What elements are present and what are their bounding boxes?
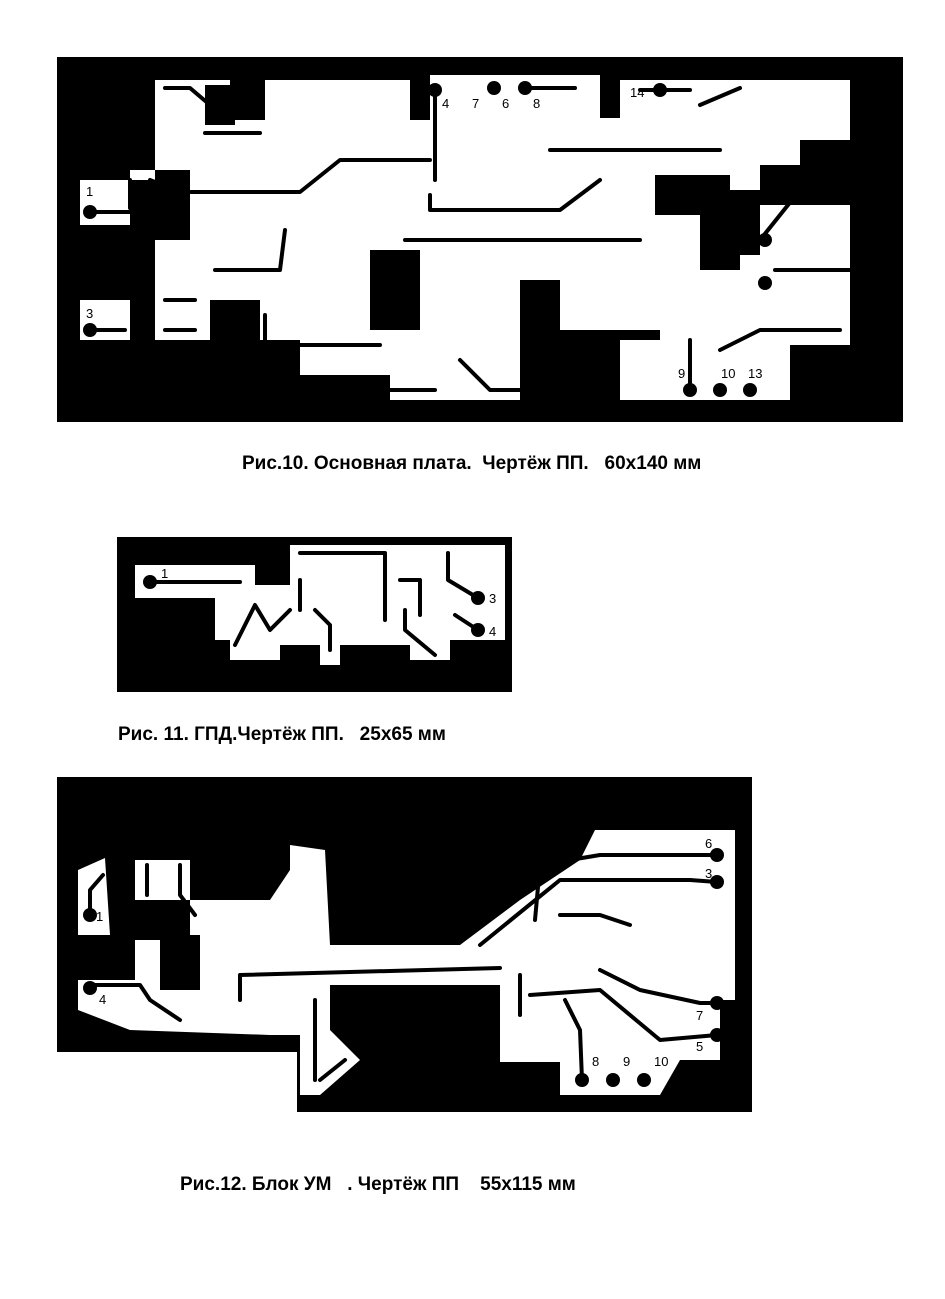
pin-label: 1 (96, 909, 103, 924)
pin-label: 14 (630, 85, 644, 100)
pin-label: 6 (705, 836, 712, 851)
pin-label: 7 (696, 1008, 703, 1023)
pin-label: 10 (654, 1054, 668, 1069)
pin-label: 8 (533, 96, 540, 111)
pin-label: 10 (721, 366, 735, 381)
pin-label: 5 (865, 205, 872, 220)
pin-label: 9 (678, 366, 685, 381)
pin-label: 6 (502, 96, 509, 111)
pin-label: 7 (472, 96, 479, 111)
figure-12-caption: Рис.12. Блок УМ . Чертёж ПП 55x115 мм (180, 1174, 576, 1195)
pin-label: 1 (86, 184, 93, 199)
pin-label: 1 (161, 566, 168, 581)
pin-label: 3 (86, 306, 93, 321)
figure-11-caption: Рис. 11. ГПД.Чертёж ПП. 25x65 мм (118, 724, 446, 745)
pin-label: 9 (623, 1054, 630, 1069)
pin-label: 4 (442, 96, 449, 111)
pin-label: 11 (850, 276, 864, 291)
figure-10-caption: Рис.10. Основная плата. Чертёж ПП. 60x14… (242, 453, 702, 474)
pin-label: 4 (99, 992, 106, 1007)
pin-label: 5 (696, 1039, 703, 1054)
pin-label: 12 (865, 309, 879, 324)
gpd-board-drawing: 1 3 4 (117, 537, 512, 692)
pin-label: 3 (705, 866, 712, 881)
amplifier-board-drawing: 6 3 1 4 7 5 8 9 10 (57, 777, 752, 1112)
pin-label: 4 (489, 624, 496, 639)
pin-label: 3 (489, 591, 496, 606)
pin-label: 8 (592, 1054, 599, 1069)
main-board-drawing: 1 3 4 7 6 8 14 5 11 12 9 10 13 (57, 57, 903, 422)
pin-label: 13 (748, 366, 762, 381)
